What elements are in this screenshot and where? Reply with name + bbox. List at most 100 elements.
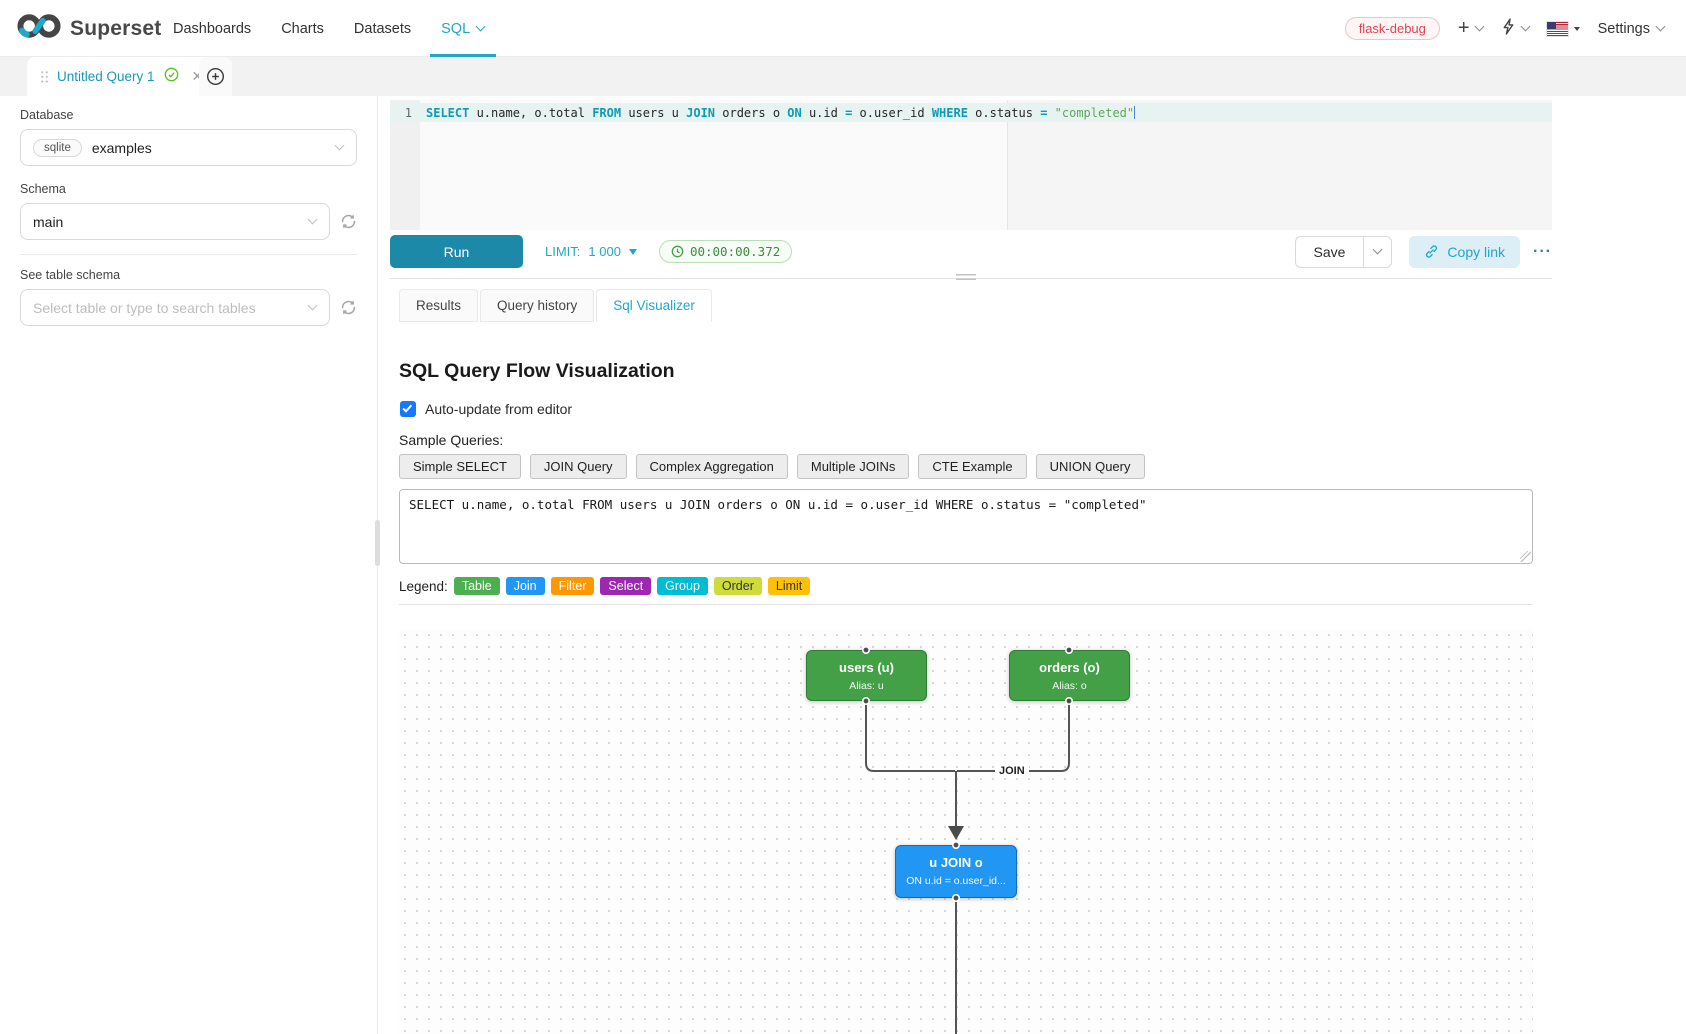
flow-node-join[interactable]: u JOIN o ON u.id = o.user_id...	[895, 845, 1017, 898]
sql-editor[interactable]: 1 SELECT u.name, o.total FROM users u JO…	[390, 100, 1552, 230]
table-search-input[interactable]	[33, 299, 317, 316]
save-button[interactable]: Save	[1294, 235, 1364, 268]
sample-button-complex-aggregation[interactable]: Complex Aggregation	[635, 454, 788, 479]
active-line-highlight	[390, 103, 1552, 122]
chevron-down-icon	[1474, 21, 1485, 32]
close-icon[interactable]: ✕	[191, 68, 204, 84]
schema-label: Schema	[20, 182, 66, 196]
nav-item-dashboards[interactable]: Dashboards	[173, 21, 251, 37]
sql-token: FROM	[592, 106, 622, 120]
sample-button-multiple-joins[interactable]: Multiple JOINs	[796, 454, 910, 479]
chevron-down-icon	[334, 140, 345, 151]
lightning-icon	[1501, 17, 1516, 40]
textarea-resize-handle[interactable]	[1520, 551, 1531, 562]
sample-query-buttons: Simple SELECT JOIN Query Complex Aggregati…	[399, 454, 1145, 479]
flow-node-orders[interactable]: orders (o) Alias: o	[1009, 650, 1130, 701]
sql-token: u.name, o.total	[469, 106, 593, 120]
pane-resize-handle[interactable]	[956, 274, 976, 281]
auto-update-row: Auto-update from editor	[400, 401, 572, 417]
flow-canvas[interactable]: JOIN users (u) Alias: u orders (o) Alias…	[399, 629, 1533, 1034]
editor-toolbar: Run LIMIT: 1 000 00:00:00.372 Save Copy …	[390, 235, 1552, 268]
flow-node-users[interactable]: users (u) Alias: u	[806, 650, 927, 701]
chevron-down-icon	[475, 21, 486, 32]
sql-token	[1047, 106, 1054, 120]
sql-token: JOIN	[686, 106, 716, 120]
nav-item-label: Charts	[281, 20, 324, 37]
limit-dropdown[interactable]: LIMIT: 1 000	[545, 244, 637, 259]
legend-chip-filter: Filter	[550, 577, 595, 595]
query-tab-label: Untitled Query 1	[57, 69, 155, 84]
chevron-down-icon	[1655, 21, 1666, 32]
sample-button-cte-example[interactable]: CTE Example	[918, 454, 1027, 479]
sql-token: SELECT	[426, 106, 470, 120]
nav-item-label: Datasets	[353, 20, 412, 37]
sql-token: orders o	[715, 106, 788, 120]
sql-token: =	[1040, 106, 1048, 120]
tab-query-history[interactable]: Query history	[480, 289, 595, 322]
plus-circle-icon	[206, 67, 225, 86]
nav-item-sql[interactable]: SQL	[441, 21, 486, 37]
database-engine-badge: sqlite	[33, 138, 82, 157]
new-dropdown[interactable]: +	[1457, 16, 1485, 39]
brand-name: Superset	[70, 16, 162, 40]
schema-select[interactable]: main	[20, 203, 330, 240]
database-select[interactable]: sqlite examples	[20, 129, 357, 166]
us-flag-icon	[1545, 20, 1569, 37]
query-timer-badge: 00:00:00.372	[658, 240, 793, 263]
sample-button-union-query[interactable]: UNION Query	[1035, 454, 1145, 479]
settings-menu[interactable]: Settings	[1598, 21, 1666, 37]
sql-token: o.user_id	[852, 106, 932, 120]
sample-button-join-query[interactable]: JOIN Query	[529, 454, 627, 479]
query-textarea[interactable]: SELECT u.name, o.total FROM users u JOIN…	[399, 489, 1533, 564]
sql-code-line: SELECT u.name, o.total FROM users u JOIN…	[426, 106, 1136, 120]
schema-value: main	[33, 213, 64, 230]
save-options-button[interactable]	[1363, 235, 1393, 268]
nav-item-label: Dashboards	[173, 20, 252, 37]
sample-button-simple-select[interactable]: Simple SELECT	[399, 454, 521, 479]
refresh-tables-button[interactable]	[340, 299, 357, 316]
main-nav: Dashboards Charts Datasets SQL	[173, 0, 486, 57]
save-split-button: Save	[1294, 235, 1393, 268]
database-label: Database	[20, 108, 74, 122]
caret-down-icon	[628, 248, 637, 255]
legend-chip-limit: Limit	[767, 577, 811, 595]
visualizer-divider	[399, 604, 1533, 605]
nav-item-charts[interactable]: Charts	[281, 21, 324, 37]
refresh-schemas-button[interactable]	[340, 213, 357, 230]
query-search-dropdown[interactable]	[1501, 17, 1531, 40]
language-picker[interactable]	[1545, 20, 1580, 37]
flow-edges	[861, 645, 1073, 1034]
auto-update-checkbox[interactable]	[400, 401, 416, 417]
join-edge-label: JOIN	[995, 764, 1029, 778]
sql-token: WHERE	[931, 106, 968, 120]
run-button[interactable]: Run	[390, 235, 523, 268]
sql-token: ON	[787, 106, 802, 120]
drag-handle-icon[interactable]	[40, 69, 48, 84]
copy-link-button[interactable]: Copy link	[1409, 235, 1521, 268]
query-tab-active[interactable]: Untitled Query 1 ✕	[27, 57, 217, 96]
line-number: 1	[404, 106, 412, 120]
table-select[interactable]	[20, 289, 330, 326]
new-query-tab-button[interactable]	[199, 57, 232, 96]
sql-token: o.status	[967, 106, 1041, 120]
active-nav-underline	[430, 54, 496, 57]
plus-icon: +	[1457, 16, 1470, 39]
nav-item-datasets[interactable]: Datasets	[354, 21, 411, 37]
sidebar-resize-handle[interactable]	[375, 520, 380, 566]
tab-results[interactable]: Results	[399, 289, 479, 322]
more-menu-button[interactable]: ···	[1533, 242, 1552, 260]
tab-sql-visualizer[interactable]: Sql Visualizer	[596, 289, 712, 322]
superset-brand[interactable]: Superset	[16, 0, 161, 57]
chevron-down-icon	[307, 214, 318, 225]
legend-chip-order: Order	[713, 577, 762, 595]
superset-logo-icon	[16, 11, 62, 46]
legend-chip-join: Join	[505, 577, 545, 595]
query-tab-strip: Untitled Query 1 ✕	[0, 57, 1686, 96]
caret-down-icon	[1573, 26, 1580, 31]
sql-token: users u	[621, 106, 687, 120]
sidebar-divider	[20, 254, 357, 255]
timer-value: 00:00:00.372	[689, 244, 781, 259]
clock-icon	[671, 245, 684, 258]
